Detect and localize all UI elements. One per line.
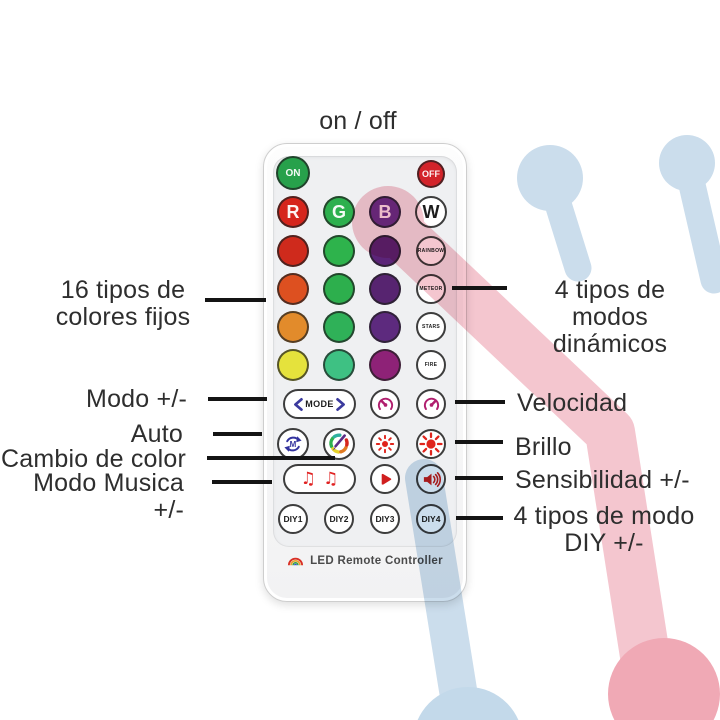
annotation-speed: Velocidad	[517, 389, 628, 417]
fixed-color-button[interactable]	[323, 349, 355, 381]
auto-button[interactable]: M	[277, 428, 309, 460]
gauge-icon	[376, 395, 395, 414]
annotation-brightness: Brillo	[515, 433, 572, 461]
connector-music-mode	[212, 480, 272, 484]
color-wheel-dropper-icon	[327, 432, 351, 456]
annotation-sensitivity: Sensibilidad +/-	[515, 466, 690, 494]
gauge-icon	[422, 395, 441, 414]
brightness-down-button[interactable]	[370, 429, 400, 459]
fixed-color-button[interactable]	[369, 273, 401, 305]
red-channel-button[interactable]: R	[277, 196, 309, 228]
diy4-button[interactable]: DIY4	[416, 504, 446, 534]
fixed-color-button[interactable]	[369, 235, 401, 267]
sun-small-icon	[374, 433, 396, 455]
diy3-button[interactable]: DIY3	[370, 504, 400, 534]
annotation-diy-modes-line1: 4 tipos de modo	[513, 502, 695, 530]
sensitivity-down-button[interactable]	[370, 464, 400, 494]
mode-button-label: MODE	[305, 399, 334, 409]
connector-auto	[213, 432, 262, 436]
on-button[interactable]: ON	[276, 156, 310, 190]
fixed-color-button[interactable]	[369, 311, 401, 343]
brand-row: LED Remote Controller	[264, 555, 466, 567]
fixed-color-button[interactable]	[277, 235, 309, 267]
diy1-button[interactable]: DIY1	[278, 504, 308, 534]
off-button[interactable]: OFF	[417, 160, 445, 188]
annotation-dynamic-modes-line2: dinámicos	[552, 330, 668, 358]
fixed-color-button[interactable]	[277, 273, 309, 305]
music-note-icon: ♫	[300, 468, 316, 489]
music-note-icon: ♫	[323, 468, 339, 489]
color-change-button[interactable]	[323, 428, 355, 460]
annotation-on-off: on / off	[319, 107, 397, 135]
chevron-left-icon	[292, 397, 304, 412]
rainbow-mode-button[interactable]: RAINBOW	[416, 236, 446, 266]
connector-diy-modes	[456, 516, 503, 520]
auto-loop-m-icon: M	[282, 433, 304, 455]
sensitivity-up-button[interactable]	[416, 464, 446, 494]
connector-mode	[208, 397, 267, 401]
speaker-waves-icon	[421, 470, 442, 489]
sun-large-icon	[419, 432, 443, 456]
annotation-diy-modes: 4 tipos de modo DIY +/-	[508, 503, 700, 557]
annotation-color-change: Cambio de color	[0, 445, 186, 473]
speed-up-button[interactable]	[416, 389, 446, 419]
annotation-music-mode: Modo Musica +/-	[33, 469, 184, 524]
fixed-color-button[interactable]	[369, 349, 401, 381]
diy2-button[interactable]: DIY2	[324, 504, 354, 534]
fixed-color-button[interactable]	[323, 273, 355, 305]
connector-color-change	[207, 456, 335, 460]
fixed-color-button[interactable]	[277, 311, 309, 343]
speaker-mute-icon	[376, 470, 395, 489]
annotation-auto: Auto	[130, 420, 183, 448]
connector-brightness	[455, 440, 503, 444]
connector-fixed-colors	[205, 298, 266, 302]
connector-sensitivity	[455, 476, 503, 480]
rainbow-icon	[287, 556, 304, 566]
annotation-fixed-colors-line1: 16 tipos de	[60, 276, 186, 304]
brightness-up-button[interactable]	[416, 429, 446, 459]
meteor-mode-button[interactable]: METEOR	[416, 274, 446, 304]
blue-channel-button[interactable]: B	[369, 196, 401, 228]
annotation-mode: Modo +/-	[86, 385, 187, 413]
annotation-dynamic-modes: 4 tipos de modos dinámicos	[515, 277, 705, 358]
connector-dynamic-modes	[452, 286, 507, 290]
chevron-right-icon	[335, 397, 347, 412]
music-mode-button[interactable]: ♫ ♫	[283, 464, 356, 494]
stars-mode-button[interactable]: STARS	[416, 312, 446, 342]
fixed-color-button[interactable]	[323, 311, 355, 343]
fixed-color-button[interactable]	[277, 349, 309, 381]
fire-mode-button[interactable]: FIRE	[416, 350, 446, 380]
fixed-color-button[interactable]	[323, 235, 355, 267]
led-remote-controller: ON OFF R G B W RAINBOW METEOR STARS FIRE…	[263, 143, 467, 602]
brand-label: LED Remote Controller	[310, 555, 443, 567]
annotation-dynamic-modes-line1: 4 tipos de modos	[554, 276, 666, 331]
speed-down-button[interactable]	[370, 389, 400, 419]
green-channel-button[interactable]: G	[323, 196, 355, 228]
annotation-fixed-colors-line2: colores fijos	[55, 303, 191, 331]
annotation-diy-modes-line2: DIY +/-	[564, 529, 644, 557]
connector-speed	[455, 400, 505, 404]
svg-text:M: M	[290, 440, 297, 449]
annotation-fixed-colors: 16 tipos de colores fijos	[18, 277, 228, 331]
mode-button[interactable]: MODE	[283, 389, 356, 419]
white-channel-button[interactable]: W	[415, 196, 447, 228]
